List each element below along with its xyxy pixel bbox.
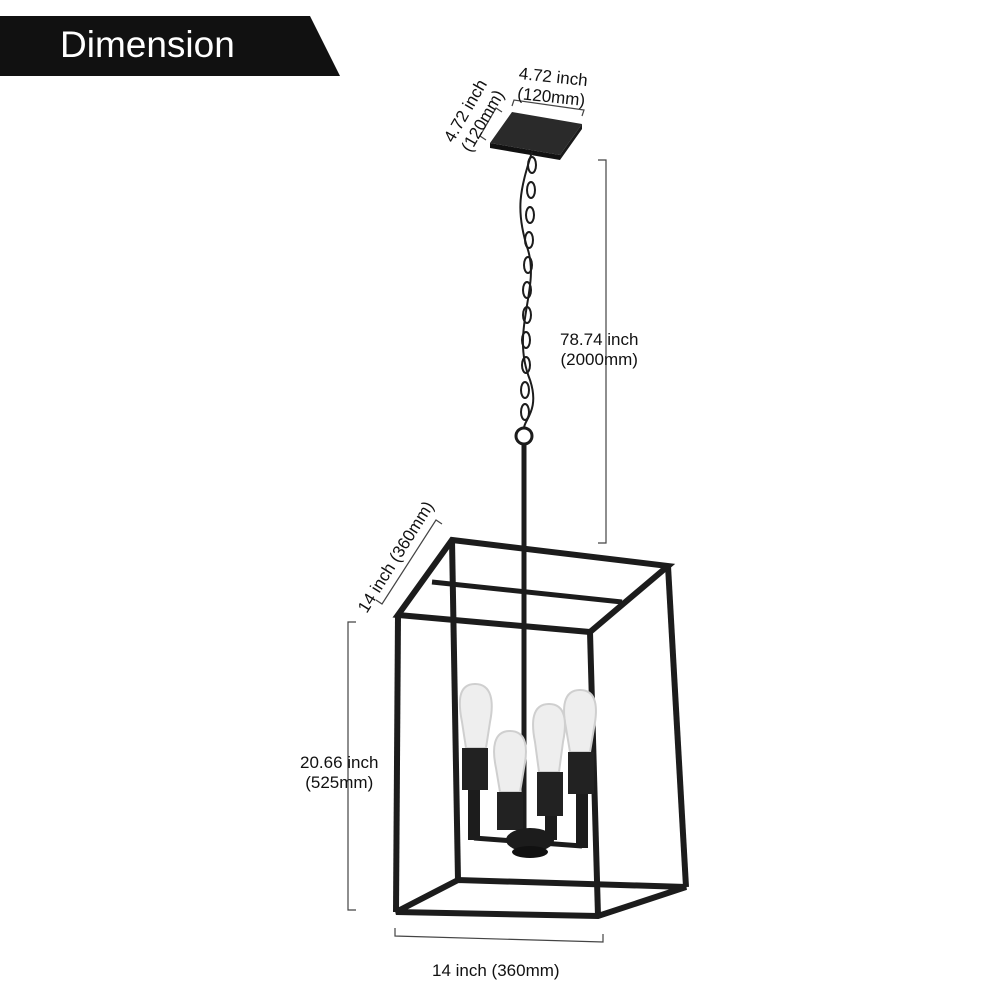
bulb-front-left xyxy=(493,729,527,830)
ceiling-canopy xyxy=(490,112,582,160)
bulb-front-right xyxy=(532,702,566,840)
chain-length-inch: 78.74 inch xyxy=(560,330,639,349)
chain-length-mm: (2000mm) xyxy=(560,350,638,369)
banner-title: Dimension xyxy=(60,24,235,65)
canopy-depth-line xyxy=(479,107,503,141)
chain-length-line xyxy=(598,159,607,544)
cage-height-inch: 20.66 inch xyxy=(300,753,379,772)
chain-length-label: 78.74 inch (2000mm) xyxy=(560,330,638,370)
dimension-lines xyxy=(347,99,607,943)
light-bulbs xyxy=(458,682,597,858)
bulb-back-right xyxy=(563,688,597,848)
cage-width-text: 14 inch (360mm) xyxy=(432,961,560,980)
cage-width-line xyxy=(394,928,604,943)
cage-depth-line xyxy=(375,519,443,605)
title-banner: Dimension xyxy=(0,16,340,76)
cage-height-label: 20.66 inch (525mm) xyxy=(300,753,378,793)
bulb-back-left xyxy=(458,682,493,840)
lantern-cage xyxy=(392,536,689,920)
cage-width-label: 14 inch (360mm) xyxy=(432,961,560,981)
cage-height-mm: (525mm) xyxy=(305,773,374,792)
cage-height-line xyxy=(347,621,356,911)
canopy-width-label: 4.72 inch (120mm) xyxy=(516,64,588,111)
canopy-width-line xyxy=(511,99,585,117)
